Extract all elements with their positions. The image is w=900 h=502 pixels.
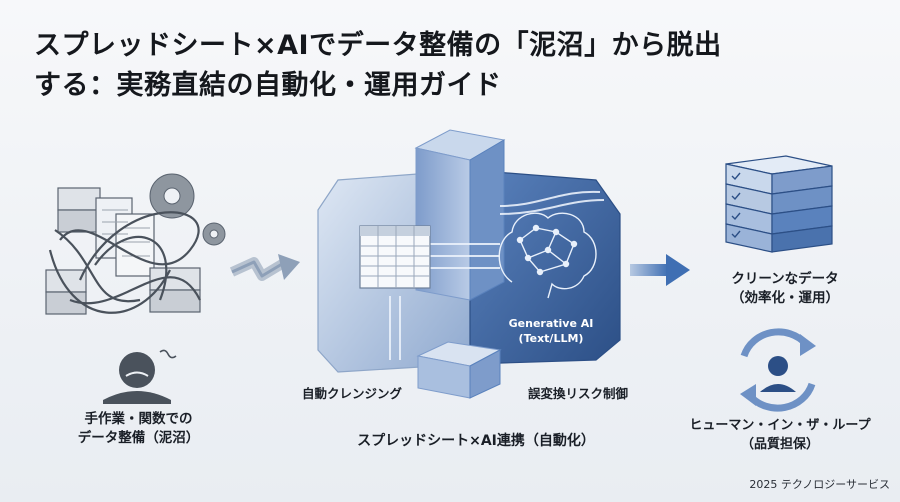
hitl-caption-line-2: （品質担保） — [740, 437, 819, 452]
ai-integration-hub — [317, 129, 621, 399]
frustrated-person-icon — [103, 349, 177, 404]
zigzag-arrow-icon — [229, 254, 300, 281]
error-risk-control-label: 誤変換リスク制御 — [527, 386, 628, 401]
page-title: スプレッドシート×AIでデータ整備の「泥沼」から脱出 する：実務直結の自動化・運… — [34, 26, 874, 106]
clean-data-caption-line-2: （効率化・運用） — [731, 290, 839, 306]
integration-caption: スプレッドシート×AI連携（自動化） — [357, 433, 595, 449]
spreadsheet-icon — [359, 225, 431, 289]
auto-cleansing-label: 自動クレンジング — [301, 386, 402, 401]
ai-label-line-1: Generative AI — [508, 317, 594, 330]
clean-data-caption-line-1: クリーンなデータ — [731, 271, 839, 287]
tangled-servers-icon — [45, 173, 226, 315]
title-line-1: スプレッドシート×AIでデータ整備の「泥沼」から脱出 — [34, 30, 722, 61]
left-caption-line-1: 手作業・関数での — [84, 411, 193, 427]
ai-label: Generative AI (Text/LLM) — [496, 316, 606, 346]
clean-data-caption: クリーンなデータ （効率化・運用） — [700, 270, 870, 308]
left-caption-line-2: データ整備（泥沼） — [77, 430, 200, 446]
title-line-2: する：実務直結の自動化・運用ガイド — [34, 70, 502, 101]
clean-data-stack-icon — [725, 155, 833, 253]
brain-network-icon — [498, 212, 597, 299]
left-caption: 手作業・関数での データ整備（泥沼） — [56, 410, 221, 448]
hitl-caption: ヒューマン・イン・ザ・ループ （品質担保） — [680, 416, 880, 454]
ai-label-line-2: (Text/LLM) — [518, 332, 584, 345]
hitl-caption-line-1: ヒューマン・イン・ザ・ループ — [689, 418, 871, 433]
right-arrow-icon — [630, 254, 690, 286]
human-in-the-loop-icon — [740, 328, 816, 412]
footer-credit: 2025 テクノロジーサービス — [749, 478, 890, 491]
